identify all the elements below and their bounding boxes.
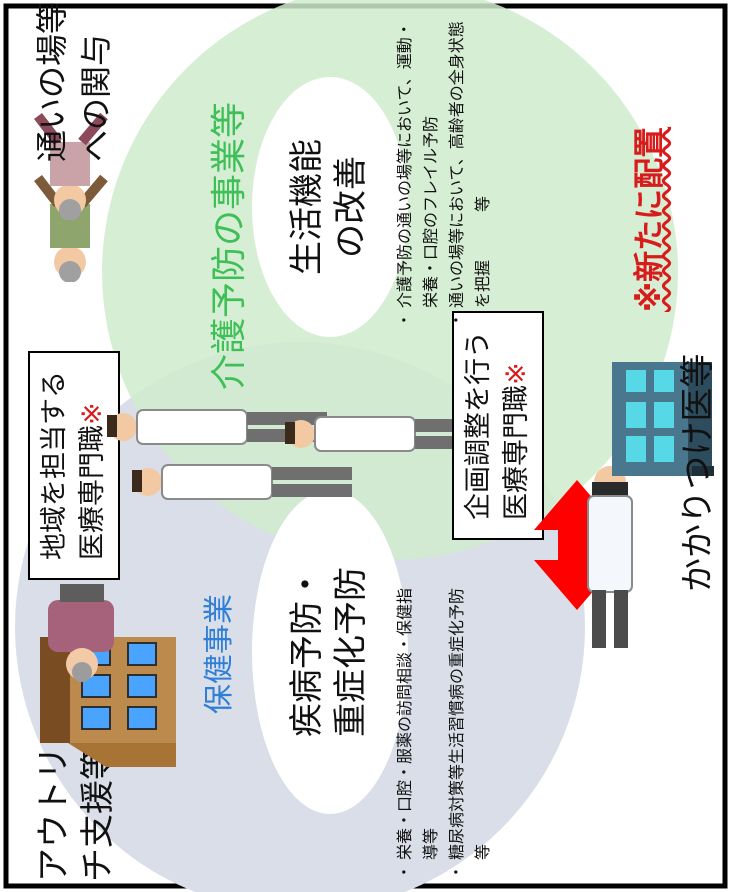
prevention-goal: 生活機能 の改善 (285, 122, 373, 292)
gathering-place-label: 通いの場等 への関与 (30, 2, 118, 162)
hospital-icon (612, 362, 714, 476)
health-bullet-list: 栄養・口腔・服薬の訪問相談・保健指導等 糖尿病対策等生活習慣病の重症化予防 等 (392, 540, 496, 878)
health-bullet-item: 糖尿病対策等生活習慣病の重症化予防 等 (444, 540, 496, 878)
new-placement-note: ※新たに配置 (632, 126, 668, 312)
planning-pro-line2: 医療専門職 (501, 385, 532, 520)
prevention-goal-line1: 生活機能 (287, 139, 327, 275)
nurse-icon (285, 416, 475, 452)
elderly-walker-icon (34, 112, 108, 220)
regional-pro-line2: 医療専門職 (77, 425, 108, 560)
health-inner-ellipse (252, 490, 408, 814)
gathering-place-line1: 通いの場等 (33, 1, 71, 162)
prevention-inner-ellipse (252, 77, 408, 337)
prevention-goal-line2: の改善 (331, 156, 371, 258)
planning-pro-mark: ※ (501, 362, 532, 385)
planning-pro-line1: 企画調整を行う (463, 331, 494, 520)
regional-pro-mark: ※ (77, 402, 108, 425)
prevention-bullet-item: 介護予防の通いの場等において、運動・栄養・口腔のフレイル予防 (392, 16, 444, 326)
health-project-title: 保健事業 (202, 594, 237, 714)
elderly-woman-icon (48, 584, 114, 682)
prevention-project-title: 介護予防の事業等 (209, 101, 250, 390)
doctor-icon (587, 466, 633, 648)
health-goal: 疾病予防・ 重症化予防 (285, 552, 373, 752)
prevention-bullet-list: 介護予防の通いの場等において、運動・栄養・口腔のフレイル予防 通いの場等において… (392, 16, 496, 326)
gathering-place-line2: への関与 (77, 33, 115, 162)
prevention-bullet-item: 通いの場等において、高齢者の全身状態を把握 等 (444, 16, 496, 326)
health-goal-line2: 重症化予防 (331, 567, 371, 737)
health-bullet-item: 栄養・口腔・服薬の訪問相談・保健指導等 (392, 578, 444, 878)
nurse-icon (132, 464, 352, 500)
regional-pro-box: 地域を担当する 医療専門職※ (28, 351, 120, 580)
health-goal-line1: 疾病予防・ (287, 567, 327, 737)
family-doctor-label: かかりつけ医等 (678, 353, 718, 592)
planning-pro-box: 企画調整を行う 医療専門職※ (452, 311, 544, 540)
regional-pro-line1: 地域を担当する (39, 371, 70, 560)
